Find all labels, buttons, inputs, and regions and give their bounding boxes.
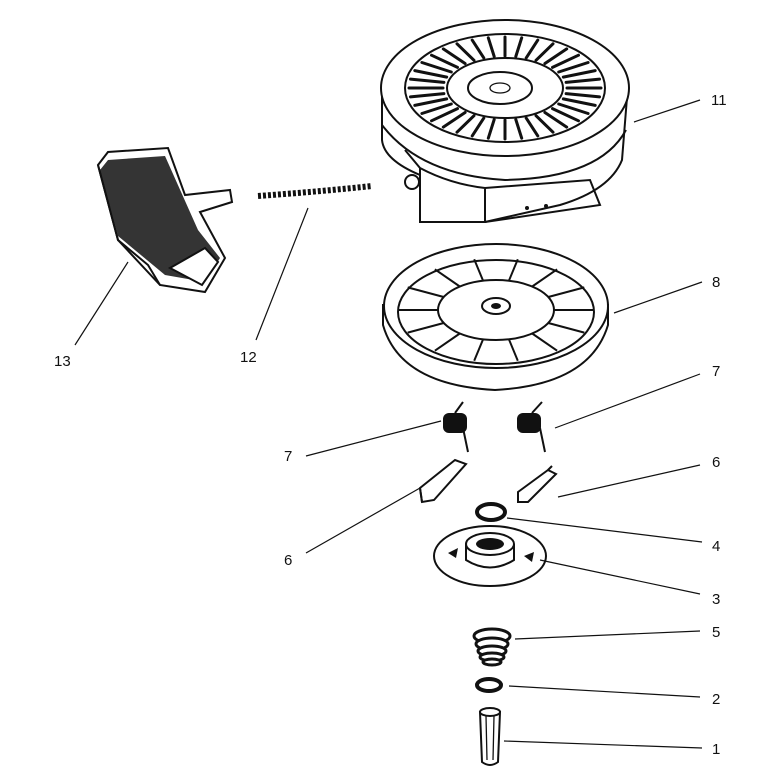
housing-vent-slot <box>514 118 524 140</box>
housing-vent-slot <box>470 116 486 138</box>
callout-part-8: 8 <box>712 274 720 291</box>
pulley-spoke <box>407 286 444 298</box>
housing-vent-slot <box>420 102 453 115</box>
housing-vent-slot <box>551 53 580 69</box>
housing-vent-slot <box>557 61 590 74</box>
starter-rope-icon <box>257 183 373 199</box>
housing-vent-slot <box>564 77 601 84</box>
housing-vent-slot <box>455 42 476 62</box>
housing-vent-slot <box>430 53 459 69</box>
callout-part-3: 3 <box>712 591 720 608</box>
pulley-spoke <box>548 286 585 298</box>
pulley-spoke <box>548 322 585 334</box>
callout-part-7-left: 7 <box>284 448 292 465</box>
housing-vent-slot <box>441 47 467 65</box>
callout-part-11: 11 <box>711 92 727 109</box>
housing-vent-slot <box>534 42 555 62</box>
housing-vent-slot <box>564 92 601 99</box>
housing-vent-slot <box>514 36 524 58</box>
housing-vent-slot <box>561 97 597 107</box>
starter-housing-icon <box>380 19 630 223</box>
callout-part-6-left: 6 <box>284 552 292 569</box>
leader-lines <box>74 99 703 749</box>
callout-part-13: 13 <box>54 353 71 370</box>
housing-vent-slot <box>409 77 446 84</box>
pulley-spoke <box>473 338 485 362</box>
pulley-spoke <box>531 332 558 352</box>
pulley-spoke <box>434 332 461 352</box>
housing-vent-slot <box>486 118 496 140</box>
housing-vent-slot <box>455 114 476 134</box>
housing-vent-slot <box>524 38 540 60</box>
pulley-spoke <box>473 258 485 282</box>
housing-vent-slot <box>561 69 597 79</box>
starter-handle-icon <box>96 146 234 294</box>
pulley-spoke <box>434 268 461 288</box>
housing-vent-slot <box>524 116 540 138</box>
housing-vent-slot <box>413 69 449 79</box>
housing-vent-slot <box>409 92 446 99</box>
housing-vent-slot <box>543 47 569 65</box>
housing-vent-slot <box>420 61 453 74</box>
housing-vent-slot <box>543 111 569 129</box>
housing-vent-slot <box>441 111 467 129</box>
callout-part-6-right: 6 <box>712 454 720 471</box>
pawl-icon <box>418 458 558 504</box>
compression-spring-icon <box>472 627 512 667</box>
washer-icon <box>475 502 507 522</box>
starter-sleeve-tube-icon <box>478 707 502 766</box>
callout-part-2: 2 <box>712 691 720 708</box>
pulley-spoke <box>407 322 444 334</box>
callout-part-1: 1 <box>712 741 720 758</box>
housing-vent-slot <box>413 97 449 107</box>
retainer-plate-icon <box>433 525 547 587</box>
rope-pulley-icon <box>382 243 609 392</box>
housing-vent-slot <box>430 107 459 123</box>
housing-vent-slot <box>470 38 486 60</box>
housing-vent-slot <box>557 102 590 115</box>
torsion-spring-icon <box>443 401 546 453</box>
callout-part-12: 12 <box>240 349 257 366</box>
pulley-spoke <box>507 338 519 362</box>
washer-icon <box>475 677 503 693</box>
housing-vent-slot <box>551 107 580 123</box>
pulley-spoke <box>507 258 519 282</box>
housing-vent-slot <box>486 36 496 58</box>
callout-part-5: 5 <box>712 624 720 641</box>
pulley-spoke <box>531 268 558 288</box>
callout-part-7-right: 7 <box>712 363 720 380</box>
callout-part-4: 4 <box>712 538 720 555</box>
housing-vent-slot <box>534 114 555 134</box>
